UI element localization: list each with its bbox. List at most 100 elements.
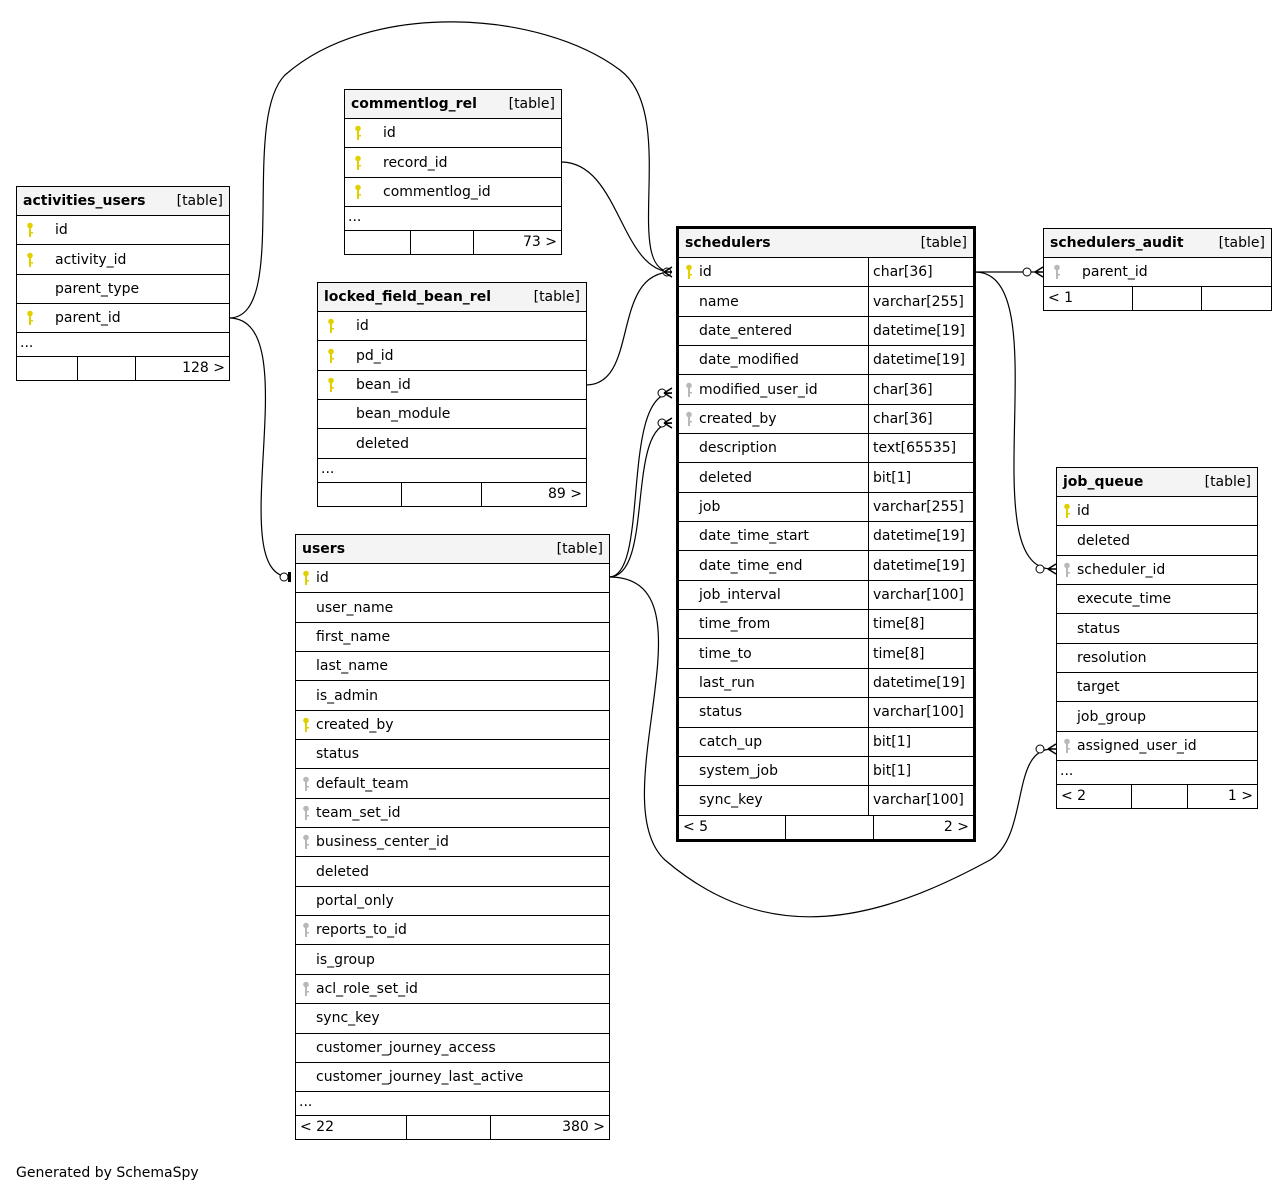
column-row[interactable]: parent_id — [17, 304, 229, 334]
column-row[interactable]: target — [1057, 673, 1257, 703]
column-row[interactable]: first_name — [296, 623, 609, 653]
column-name: id — [1077, 503, 1090, 520]
column-row[interactable]: deleted — [296, 857, 609, 887]
column-row[interactable]: job_group — [1057, 702, 1257, 732]
column-row[interactable]: id — [17, 216, 229, 246]
column-row[interactable]: assigned_user_id — [1057, 732, 1257, 762]
more-columns[interactable]: ... — [1057, 761, 1257, 786]
column-row[interactable]: bean_module — [318, 400, 586, 430]
column-row[interactable]: created_by — [296, 711, 609, 741]
parents-count[interactable]: < 2 — [1061, 788, 1087, 805]
column-row[interactable]: id — [1057, 497, 1257, 527]
column-row[interactable]: bean_id — [318, 371, 586, 401]
column-row[interactable]: reports_to_id — [296, 916, 609, 946]
column-row[interactable]: sync_key — [296, 1004, 609, 1034]
column-row[interactable]: resolution — [1057, 644, 1257, 674]
children-count[interactable]: 89 > — [481, 482, 586, 506]
column-row[interactable]: status — [1057, 614, 1257, 644]
table-header[interactable]: job_queue[table] — [1057, 468, 1257, 497]
parents-count[interactable] — [17, 357, 77, 380]
table-name: users — [302, 541, 346, 557]
children-count[interactable]: 380 > — [490, 1116, 609, 1140]
table-header[interactable]: activities_users[table] — [17, 187, 229, 216]
column-row[interactable]: commentlog_id — [345, 178, 561, 208]
table-header[interactable]: schedulers[table] — [679, 229, 973, 258]
column-row[interactable]: default_team — [296, 769, 609, 799]
column-row[interactable]: is_admin — [296, 681, 609, 711]
column-row[interactable]: parent_id — [1044, 258, 1271, 288]
column-row[interactable]: portal_only — [296, 887, 609, 917]
column-row[interactable]: scheduler_id — [1057, 556, 1257, 586]
column-row[interactable]: execute_time — [1057, 585, 1257, 615]
more-columns[interactable]: ... — [296, 1092, 609, 1117]
column-row[interactable]: id — [345, 119, 561, 149]
parents-count[interactable]: < 22 — [300, 1119, 334, 1136]
parents-count[interactable]: < 1 — [1048, 290, 1074, 307]
column-row[interactable]: status — [296, 740, 609, 770]
children-count[interactable]: 128 > — [135, 357, 229, 381]
column-row[interactable]: record_id — [345, 148, 561, 178]
column-row[interactable]: customer_journey_last_active — [296, 1063, 609, 1093]
column-row[interactable]: deleted — [318, 429, 586, 459]
column-row[interactable]: deleted — [1057, 526, 1257, 556]
children-count[interactable]: 2 > — [873, 815, 973, 839]
more-columns[interactable]: ... — [17, 333, 229, 358]
column-row[interactable]: team_set_id — [296, 799, 609, 829]
more-columns[interactable]: ... — [318, 459, 586, 483]
column-row[interactable]: parent_type — [17, 275, 229, 305]
column-row[interactable]: is_group — [296, 945, 609, 975]
table-header[interactable]: locked_field_bean_rel[table] — [318, 283, 586, 312]
children-count[interactable]: 1 > — [1187, 785, 1257, 809]
table-footer: < 22 380 > — [296, 1116, 609, 1140]
children-count[interactable]: 73 > — [473, 231, 561, 255]
column-row[interactable]: business_center_id — [296, 828, 609, 858]
table-schedulers_audit[interactable]: schedulers_audit[table]parent_id < 1 — [1043, 228, 1272, 312]
table-header[interactable]: commentlog_rel[table] — [345, 90, 561, 119]
optional-marker-icon — [1035, 744, 1045, 754]
primary-key-icon — [17, 310, 55, 326]
children-count[interactable] — [1201, 287, 1271, 311]
more-columns[interactable]: ... — [345, 207, 561, 232]
table-header[interactable]: users[table] — [296, 535, 609, 564]
column-row[interactable]: id — [318, 312, 586, 342]
column-row[interactable]: activity_id — [17, 245, 229, 275]
column-row[interactable]: last_name — [296, 652, 609, 682]
column-row[interactable]: customer_journey_access — [296, 1034, 609, 1063]
parents-count[interactable] — [318, 483, 401, 506]
parents-count[interactable]: < 5 — [683, 818, 709, 835]
column-row[interactable]: id — [296, 564, 609, 594]
parents-count[interactable] — [345, 231, 410, 254]
column-row[interactable]: acl_role_set_id — [296, 975, 609, 1005]
column-row[interactable]: user_name — [296, 593, 609, 623]
foreign-key-icon — [296, 922, 316, 938]
column-name: customer_journey_access — [316, 1039, 496, 1056]
primary-key-icon — [318, 377, 356, 393]
table-header[interactable]: schedulers_audit[table] — [1044, 229, 1271, 258]
column-row[interactable]: pd_id — [318, 341, 586, 371]
